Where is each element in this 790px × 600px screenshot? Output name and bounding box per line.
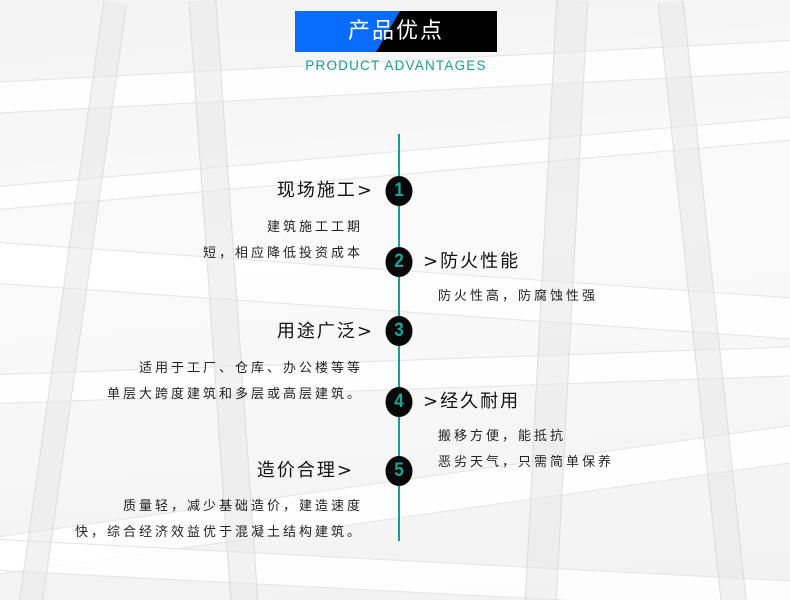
advantage-2-number-badge: 2	[385, 247, 413, 277]
advantage-1-line-1: 建筑施工工期	[266, 220, 363, 235]
advantage-3-number-badge: 3	[385, 316, 413, 346]
page-subtitle: PRODUCT ADVANTAGES	[305, 58, 487, 73]
advantage-2-description: 防火性高，防腐蚀性强	[438, 284, 598, 310]
advantage-4-number-badge: 4	[385, 387, 413, 417]
advantage-1-description: 建筑施工工期 短，相应降低投资成本	[203, 215, 363, 267]
advantage-4-line-1: 搬移方便，能抵抗	[438, 429, 567, 444]
page-title: 产品优点	[347, 19, 444, 44]
advantage-3-title: 用途广泛>	[276, 321, 374, 342]
section-header: 产品优点	[295, 11, 497, 52]
advantage-4-line-2: 恶劣天气，只需简单保养	[438, 455, 615, 470]
advantage-3-line-1: 适用于工厂、仓库、办公楼等等	[138, 361, 363, 376]
advantage-5-title: 造价合理>	[256, 460, 354, 481]
advantage-4-title: >经久耐用	[423, 391, 521, 412]
advantage-1-title: 现场施工>	[276, 180, 374, 201]
advantage-1-line-2: 短，相应降低投资成本	[202, 246, 363, 261]
advantage-2-title: >防火性能	[423, 251, 521, 272]
advantage-5-line-2: 快，综合经济效益优于混凝土结构建筑。	[74, 525, 363, 540]
advantage-1-number-badge: 1	[385, 176, 413, 206]
advantage-3-line-2: 单层大跨度建筑和多层或高层建筑。	[106, 387, 363, 402]
advantage-2-line-1: 防火性高，防腐蚀性强	[438, 289, 599, 304]
advantage-5-number-badge: 5	[385, 456, 413, 486]
advantage-3-description: 适用于工厂、仓库、办公楼等等 单层大跨度建筑和多层或高层建筑。	[107, 356, 363, 408]
advantage-4-description: 搬移方便，能抵抗 恶劣天气，只需简单保养	[438, 424, 614, 476]
advantage-5-description: 质量轻，减少基础造价，建造速度 快，综合经济效益优于混凝土结构建筑。	[75, 494, 363, 546]
advantage-5-line-1: 质量轻，减少基础造价，建造速度	[122, 499, 363, 514]
